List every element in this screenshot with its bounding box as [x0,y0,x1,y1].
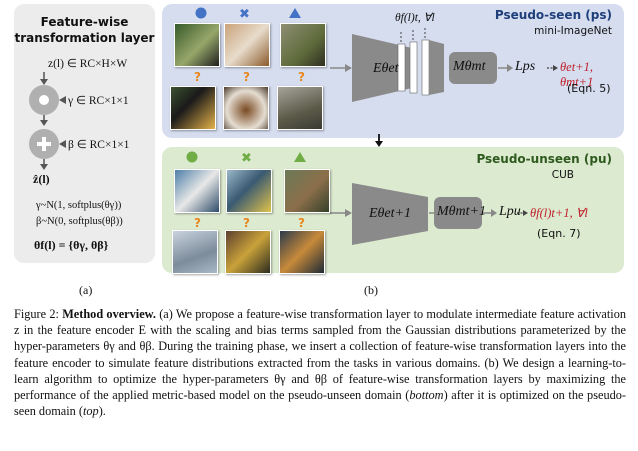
ps-eqn: (Eqn. 5) [567,82,611,95]
panel-a-title-line2: transformation layer [14,31,155,45]
theta-definition: θf(l) = {θγ, θβ} [34,238,109,252]
panel-pseudo-seen: ✖ Pseudo-seen (ps) mini-ImageNet θf(l)t,… [162,4,624,138]
caption-prefix: Figure 2: [14,307,63,321]
pu-question-2: ? [243,216,250,230]
metric-module-pu [434,197,482,229]
pu-question-1: ? [194,216,201,230]
pu-query-image-1 [172,230,218,274]
pu-support-image-2 [226,169,272,213]
ps-support-image-1 [174,23,220,67]
class-circle-icon [195,7,207,19]
arrow-down-icon [40,79,48,85]
arrow-down-icon [40,164,48,170]
pu-metric-label: Mθmt+1 [437,204,486,219]
panel-a-title-line1: Feature-wise [40,15,129,29]
ps-title: Pseudo-seen (ps) [494,8,612,22]
ps-dataset: mini-ImageNet [534,25,612,37]
panel-a-diagram [29,72,66,170]
pu-title: Pseudo-unseen (pu) [476,152,612,166]
pu-loss: Lpu [499,204,521,219]
gamma-distribution: γ~N(1, softplus(θγ)) [36,200,122,211]
pu-query-image-3 [279,230,325,274]
panel-a-title: Feature-wise transformation layer [14,14,155,46]
ft-layer-icon [409,41,418,94]
beta-distribution: β~N(0, softplus(θβ)) [36,216,123,227]
caption-text: (a) We propose a feature-wise transforma… [14,307,626,403]
multiply-dot-icon [39,95,49,105]
ps-loss: Lps [515,59,536,74]
pu-eqn: (Eqn. 7) [537,227,581,240]
class-triangle-icon [294,152,306,162]
arrow-left-icon [59,96,66,104]
ft-layer-icon [397,43,406,92]
class-cross-icon: ✖ [241,151,252,166]
panel-a-feature-wise-layer: Feature-wise transformation layer z(l) ∈… [14,4,155,263]
pu-support-image-1 [174,169,220,213]
pu-support-image-3 [284,169,330,213]
ps-query-image-1 [170,86,216,130]
beta-definition: β ∈ RC×1×1 [68,139,130,151]
gamma-definition: γ ∈ RC×1×1 [68,95,129,107]
arrow-right-icon [507,64,513,72]
caption-bottom: bottom [409,388,444,403]
ps-diagram: ✖ [195,7,558,102]
pu-encoder-label: Eθet+1 [369,206,411,221]
caption-top: top [82,404,99,419]
encoder-ps [352,34,412,102]
metric-module-ps [449,52,497,84]
ps-support-image-2 [224,23,270,67]
arrow-left-icon [59,140,66,148]
arrow-down-icon [40,120,48,126]
arrow-right-icon [345,209,352,217]
class-triangle-icon [289,8,301,18]
panel-pseudo-unseen: ✖ Pseudo-unseen (pu) CUB Eθet+1 Mθmt+1 L… [162,147,624,274]
arrow-down-between-panels-icon [375,134,383,147]
ps-theta-label: θf(l)t, ∀l [395,12,435,24]
label-a: (a) [79,283,93,297]
caption-end: ). [98,404,106,419]
ps-question-2: ? [243,70,250,84]
ps-update: θet+1, θmt+1 [560,60,594,89]
arrow-right-icon [345,64,352,72]
ps-encoder-label: Eθet [373,61,399,76]
ft-layer-icon [421,39,430,96]
figure-caption: Figure 2: Method overview. (a) We propos… [14,306,626,419]
ps-support-image-3 [280,23,326,67]
caption-bold: Method overview. [62,307,156,321]
pu-diagram: ✖ [186,151,528,245]
pu-dataset: CUB [551,169,574,181]
zhat-output: ẑ(l) [33,172,50,186]
arrow-right-icon [491,209,497,217]
ps-query-image-3 [277,86,323,130]
caption-middle: ) after it is optimized on the pseudo-se… [14,388,626,419]
encoder-pu [352,183,428,245]
ps-metric-label: Mθmt [453,59,486,74]
label-b: (b) [364,283,378,297]
ps-query-image-2 [223,86,269,130]
pu-question-3: ? [298,216,305,230]
class-circle-icon [186,151,198,163]
ps-question-3: ? [298,70,305,84]
z-definition: z(l) ∈ RC×H×W [48,58,128,70]
ps-question-1: ? [194,70,201,84]
class-cross-icon: ✖ [239,7,250,22]
pu-update: θf(l)t+1, ∀l [530,206,588,220]
pu-query-image-2 [225,230,271,274]
